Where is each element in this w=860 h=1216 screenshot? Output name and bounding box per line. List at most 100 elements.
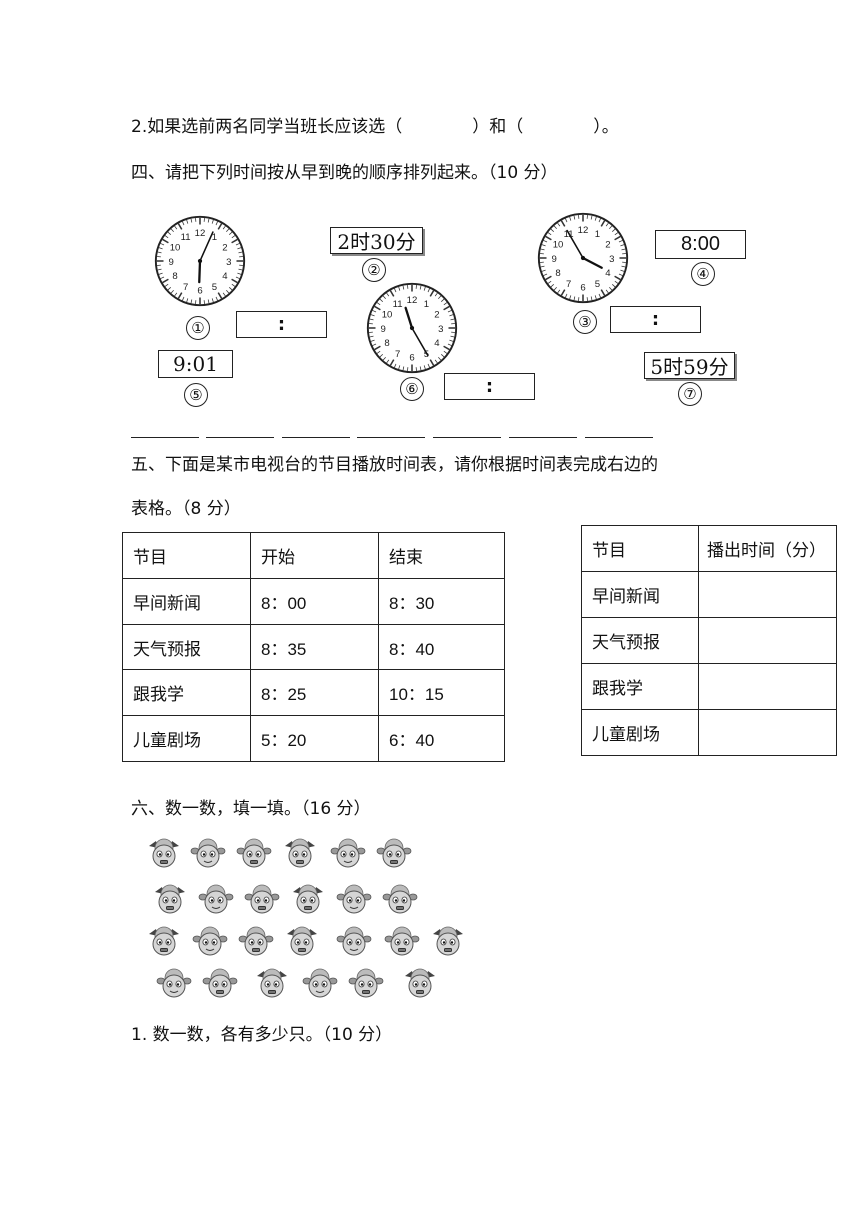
clock-tick [434,292,438,297]
section-4-title: 四、请把下列时间按从早到晚的顺序排列起来。（10 分） [131,163,558,183]
clock-tick [186,298,189,303]
clock-tick [372,310,377,313]
clock-numeral: 3 [609,254,614,265]
clock-numeral: 1 [212,232,217,243]
clock-tick [429,290,435,297]
clock-numeral: 9 [381,324,386,335]
clock-tick [160,276,165,279]
answer-duration-cell[interactable] [698,709,837,756]
clock-numeral: 10 [382,309,393,320]
time-label-2: 2时30分 [330,227,423,254]
clock-tick [618,240,623,243]
sheep-face-icon [149,838,179,868]
hour-hand [404,306,414,330]
clock-tick [423,365,426,370]
clock-numeral: 9 [169,257,174,268]
clock-tick [369,318,374,321]
schedule-cell: 8：25 [250,669,379,716]
clock-tick [170,228,174,233]
clock-tick [553,225,557,230]
sheep-face-icon [285,838,315,868]
clock-tick [427,288,430,293]
answer-program-cell: 儿童剧场 [581,709,699,756]
label-7-number: ⑦ [678,382,702,406]
clock-tick [190,218,193,223]
clock-tick [170,289,174,294]
clock-tick [222,225,226,230]
clock-numeral: 12 [578,225,589,236]
answer-box-1[interactable]: : [236,311,327,338]
clock-tick [164,235,169,239]
order-blank-3[interactable] [282,437,350,438]
clock-tick [543,240,548,243]
clock-tick [590,215,593,220]
clock-tick [177,292,183,299]
clock-tick [190,299,193,304]
clock-tick [565,218,568,223]
clock-tick [605,222,609,227]
sheep-face-icon [330,838,366,868]
clock-numeral: 8 [172,271,177,282]
clock-tick [157,251,162,254]
clock-tick [376,302,381,306]
clock-numeral: 11 [181,232,191,243]
clock-tick [217,223,223,230]
clock-tick [374,305,381,311]
clock-tick [590,296,593,301]
clock-tick [449,314,454,317]
schedule-table: 节目 开始 结束 早间新闻 8：00 8：30 天气预报 8：35 8：40 跟… [122,532,505,762]
clock-numeral: 6 [197,286,202,297]
clock-tick [614,275,621,281]
question-2-line: 2.如果选前两名同学当班长应该选（）和（）。 [131,117,619,137]
answer-duration-cell[interactable] [698,571,837,618]
clock-tick [186,219,189,224]
answer-duration-cell[interactable] [698,617,837,664]
clock-tick [402,285,405,290]
clock-tick [611,284,616,288]
sheep-face-icon [192,926,228,956]
clock-tick [600,220,606,227]
clock-tick [621,248,626,251]
order-blank-2[interactable] [206,437,274,438]
clock-tick [158,247,163,250]
clock-center [197,258,203,264]
clock-numeral: 7 [395,349,400,360]
clock-tick [621,265,626,268]
clock-tick [545,235,552,241]
clock-tick [605,289,609,294]
order-blank-6[interactable] [509,437,577,438]
clock-tick [160,243,165,246]
answer-box-3[interactable]: : [610,306,701,333]
clock-numeral: 11 [393,299,403,310]
schedule-cell: 儿童剧场 [122,715,251,762]
order-blank-7[interactable] [585,437,653,438]
clock-tick [614,235,621,241]
answer-duration-cell[interactable] [698,663,837,710]
clock-tick [386,359,390,364]
sheep-face-icon [287,926,317,956]
answer-box-6[interactable]: : [444,373,535,400]
clock-numeral: 5 [595,279,600,290]
clock-tick [450,318,455,321]
clock-tick [600,289,606,296]
order-blank-5[interactable] [433,437,501,438]
clock-tick [211,219,214,224]
sheep-face-icon [198,884,234,914]
clock-tick [237,272,242,275]
sheep-face-icon [405,968,435,998]
section-6-title: 六、数一数，填一填。（16 分） [131,799,371,819]
order-blank-1[interactable] [131,437,199,438]
clock-numeral: 1 [595,229,600,240]
hour-hand [581,256,603,269]
clock-tick [449,339,454,342]
answer-header-program: 节目 [581,525,699,572]
schedule-cell: 天气预报 [122,624,251,670]
sheep-face-icon [384,926,420,956]
clock-tick [162,278,169,284]
order-blank-4[interactable] [357,437,425,438]
clock-tick [540,265,545,268]
sheep-face-icon [433,926,463,956]
clock-tick [167,231,172,235]
clock-tick [609,286,613,291]
schedule-cell: 8：35 [250,624,379,670]
